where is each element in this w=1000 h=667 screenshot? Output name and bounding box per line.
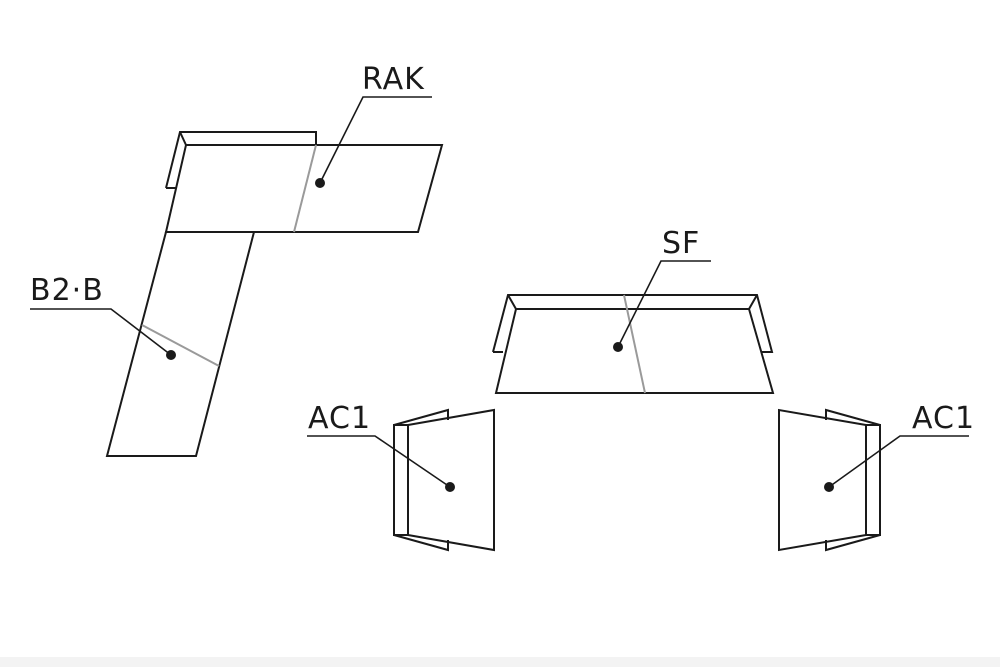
ac1-left-seat — [407, 408, 495, 552]
module-ac1-left — [393, 408, 495, 552]
sf-leader-line — [617, 260, 711, 348]
module-ac1-right — [778, 408, 881, 552]
rak-label: RAK — [362, 62, 425, 97]
callout-ac1-right: AC1 — [824, 401, 975, 492]
module-sf — [492, 294, 775, 394]
ac1-left-bottom-arm — [393, 534, 449, 552]
sf-back — [492, 294, 774, 353]
rak-seat — [164, 144, 444, 233]
ac1-right-top-arm — [825, 408, 881, 426]
rak-leader-line — [319, 96, 432, 184]
b2b-seam — [141, 324, 220, 367]
sf-label: SF — [662, 226, 700, 261]
sf-back-inner — [507, 294, 758, 310]
sf-seat — [494, 308, 775, 394]
sf-seam — [623, 294, 646, 394]
module-b2b — [105, 231, 256, 457]
callout-sf: SF — [613, 226, 711, 352]
callout-rak: RAK — [315, 62, 432, 188]
module-rak — [164, 131, 444, 233]
ac1-left-top-arm — [393, 408, 449, 426]
callout-b2b: B2·B — [30, 273, 176, 360]
ac1-right-seat — [778, 408, 867, 552]
ac1-left-leader-line — [307, 435, 451, 488]
ac1-right-back-inner — [865, 424, 881, 536]
ac1-left-label: AC1 — [308, 401, 371, 436]
callout-ac1-left: AC1 — [307, 401, 455, 492]
bottom-band — [0, 657, 1000, 667]
b2b-seat — [105, 231, 256, 457]
ac1-right-leader-line — [828, 435, 969, 488]
ac1-right-bottom-arm — [825, 534, 881, 552]
rak-seam — [293, 144, 317, 233]
b2b-leader-line — [30, 308, 172, 356]
ac1-right-label: AC1 — [912, 401, 975, 436]
rak-backrest — [165, 131, 317, 189]
b2b-label: B2·B — [30, 273, 104, 308]
ac1-left-back-inner — [393, 424, 409, 536]
rak-backrest-inner — [179, 131, 187, 146]
